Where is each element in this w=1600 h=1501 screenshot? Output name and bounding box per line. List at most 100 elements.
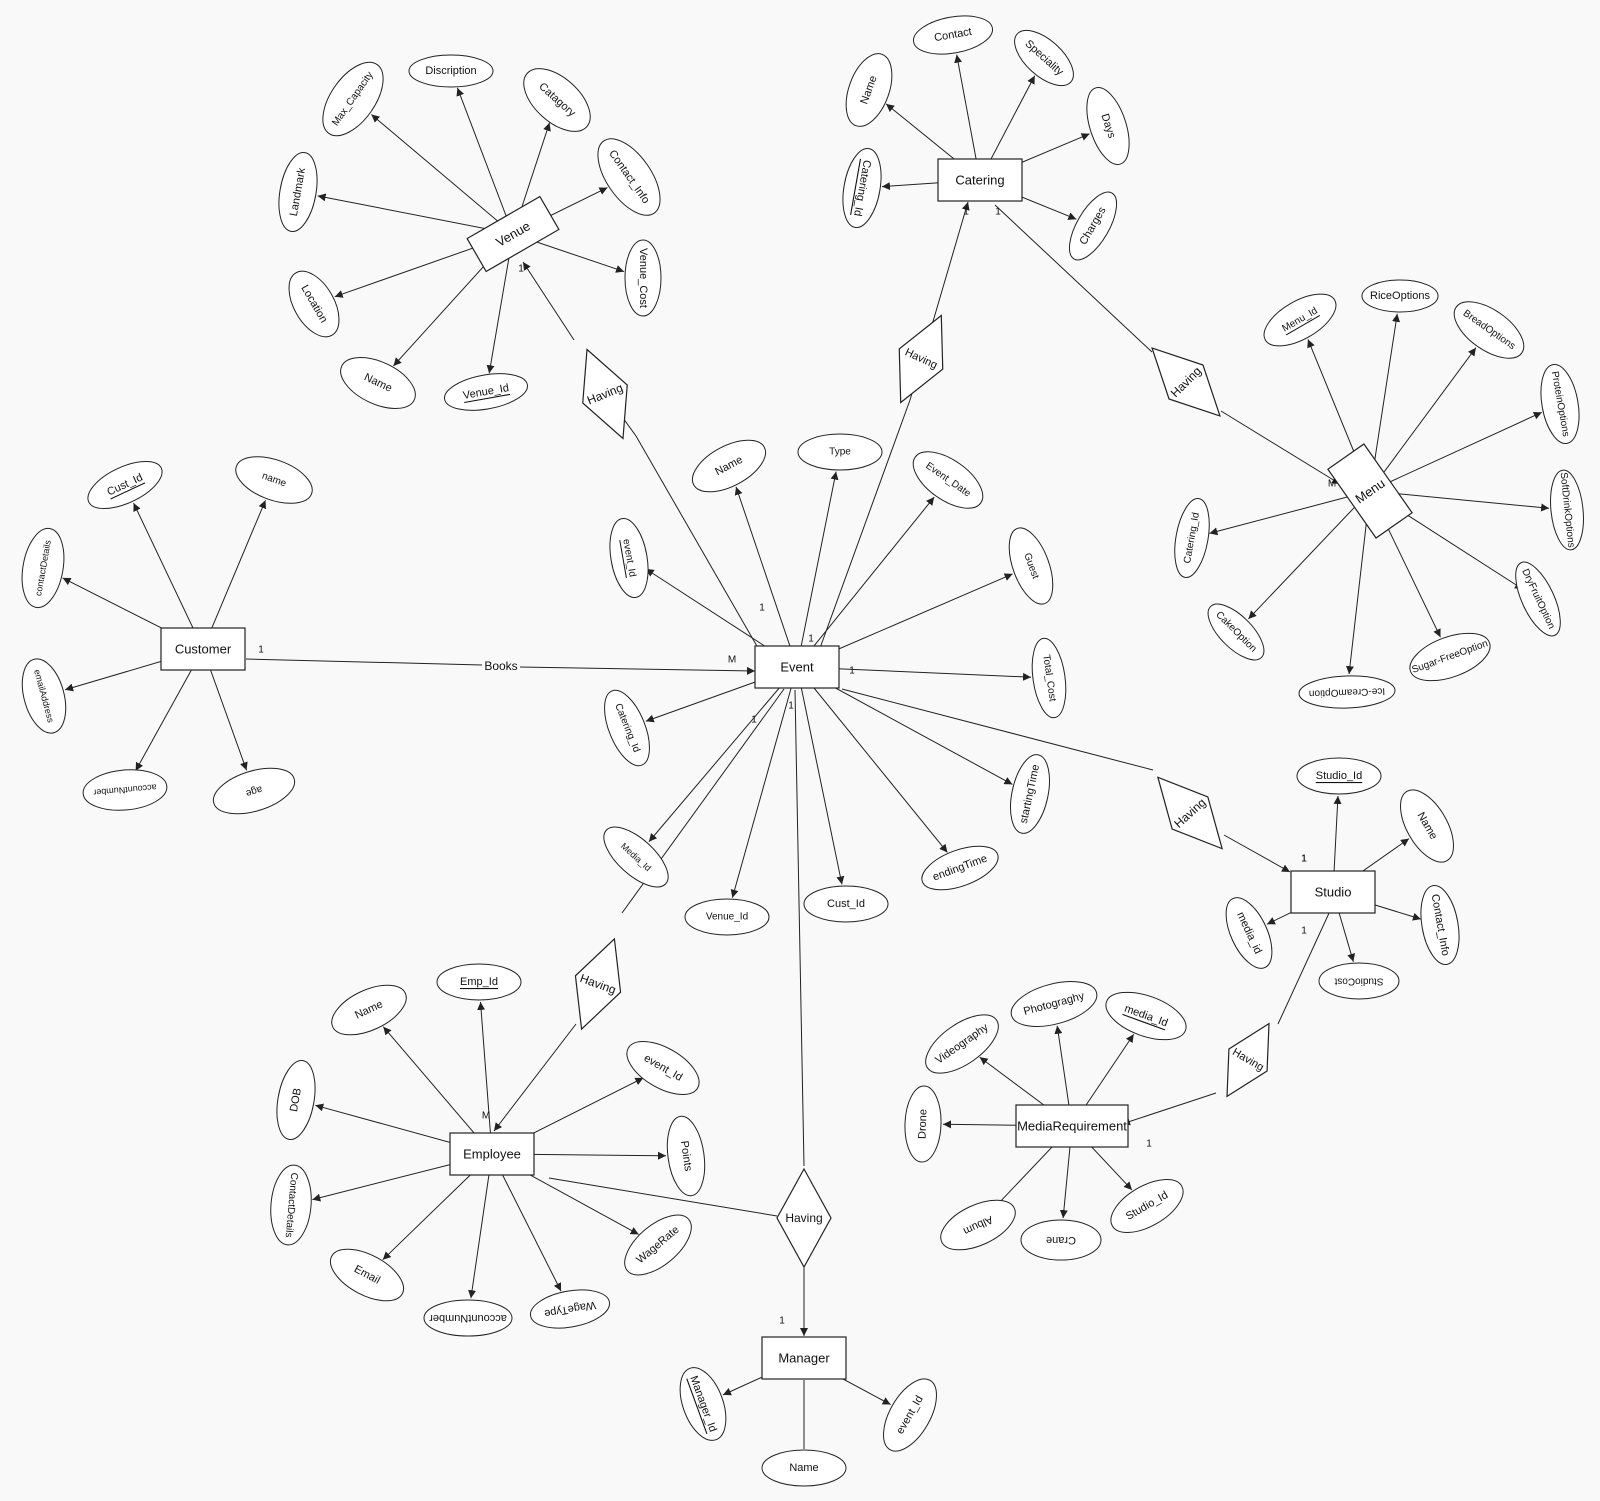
- attribute-menu-breadoptions[interactable]: BreadOptions: [1445, 291, 1533, 370]
- attribute-event-catering-id[interactable]: Catering_Id: [595, 684, 658, 772]
- attribute-menu-proteinoptions[interactable]: ProteinOptions: [1535, 361, 1584, 446]
- connector-line: [493, 1023, 577, 1132]
- attribute-studio-media-id[interactable]: media_id: [1217, 891, 1282, 975]
- attribute-venue-contact-info[interactable]: Contact_Info: [586, 128, 673, 225]
- attribute-customer-accountnumber[interactable]: accountNumber: [81, 766, 168, 813]
- attribute-event-venue-id[interactable]: Venue_Id: [684, 898, 770, 936]
- attribute-employee-name[interactable]: Name: [324, 975, 413, 1045]
- relationship-manager[interactable]: Having: [776, 1167, 832, 1269]
- attribute-event-event-date[interactable]: Event_Date: [904, 441, 992, 520]
- entity-venue[interactable]: Venue: [466, 195, 560, 273]
- attribute-menu-softdrinkoptions[interactable]: SoftDrinkOptions: [1547, 469, 1587, 552]
- attribute-employee-accountnumber[interactable]: accountNumber: [423, 1299, 513, 1337]
- entity-mediarequirement[interactable]: MediaRequirement: [1015, 1104, 1129, 1148]
- attribute-link: [1248, 490, 1371, 620]
- attribute-event-name[interactable]: Name: [684, 430, 773, 503]
- attribute-media-crane[interactable]: Crane: [1020, 1219, 1102, 1261]
- attribute-venue-max-capacity[interactable]: Max_Capacity: [311, 52, 395, 146]
- attribute-catering-contact[interactable]: Contact: [910, 10, 995, 59]
- entity-customer[interactable]: Customer: [160, 627, 246, 671]
- attribute-media-videography[interactable]: Videography: [916, 1004, 1008, 1085]
- attribute-catering-name[interactable]: Name: [837, 47, 901, 132]
- attribute-event-media-id[interactable]: Media_Id: [594, 817, 678, 897]
- attribute-event-guest[interactable]: Guest: [1000, 522, 1061, 609]
- cardinality-label: 1: [1301, 926, 1307, 937]
- attribute-menu-dryfruitoption[interactable]: DryFruitOption: [1507, 556, 1570, 642]
- relationship-employee[interactable]: Having: [559, 931, 637, 1038]
- attribute-customer-cust-id[interactable]: Cust_Id: [81, 452, 169, 518]
- attribute-link: [1369, 347, 1477, 492]
- entity-menu[interactable]: Menu: [1327, 443, 1413, 539]
- attribute-manager-event-id[interactable]: event_Id: [873, 1370, 948, 1459]
- attribute-manager-name[interactable]: Name: [761, 1449, 847, 1487]
- entity-studio[interactable]: Studio: [1290, 870, 1376, 914]
- attribute-studio-name[interactable]: Name: [1390, 781, 1465, 870]
- attribute-media-album[interactable]: Album: [933, 1190, 1022, 1260]
- relationship-venue[interactable]: Having: [565, 341, 645, 448]
- attribute-employee-points[interactable]: Points: [663, 1114, 710, 1198]
- entity-box: [466, 195, 560, 273]
- attribute-menu-menu-id[interactable]: Menu_Id: [1256, 284, 1344, 357]
- attribute-menu-sugar-freeoption[interactable]: Sugar-FreeOption: [1404, 624, 1497, 690]
- attribute-ellipse: [1296, 757, 1382, 795]
- cardinality-label: 1: [963, 207, 969, 218]
- attribute-ellipse: [331, 984, 407, 1036]
- attribute-studio-contact-info[interactable]: Contact_Info: [1415, 882, 1464, 967]
- attribute-venue-venue-id[interactable]: Venue_Id: [442, 368, 531, 416]
- relationship-media[interactable]: Having: [1208, 1013, 1288, 1108]
- attribute-employee-emp-id[interactable]: Emp_Id: [436, 963, 522, 1001]
- shape-layer: VenueCateringMenuCustomerEventStudioMedi…: [15, 10, 1587, 1487]
- attribute-event-total-cost[interactable]: Total_Cost: [1028, 636, 1071, 720]
- attribute-catering-days[interactable]: Days: [1079, 82, 1138, 169]
- attribute-customer-contactdetails[interactable]: contactDetails: [16, 525, 69, 611]
- attribute-catering-catering-id[interactable]: Catering_Id: [837, 145, 886, 230]
- entity-catering[interactable]: Catering: [937, 158, 1023, 202]
- attribute-event-event-id[interactable]: event_Id: [604, 515, 653, 600]
- attribute-catering-speciality[interactable]: Speciality: [1005, 21, 1083, 96]
- attribute-ellipse: [1263, 293, 1337, 347]
- attribute-customer-age[interactable]: age: [208, 760, 300, 823]
- attribute-employee-wagetype[interactable]: WageType: [527, 1284, 612, 1333]
- attribute-label: Cust_Id: [827, 898, 865, 910]
- attribute-event-endingtime[interactable]: endingTime: [916, 837, 1003, 898]
- attribute-media-drone[interactable]: Drone: [904, 1085, 943, 1163]
- attribute-event-cust-id[interactable]: Cust_Id: [803, 885, 889, 923]
- entity-manager[interactable]: Manager: [761, 1336, 847, 1380]
- attribute-venue-catagory[interactable]: Catagory: [513, 57, 602, 143]
- attribute-venue-location[interactable]: Location: [279, 263, 350, 345]
- entity-box: [761, 1336, 847, 1380]
- attribute-media-media-id[interactable]: media_Id: [1100, 983, 1193, 1049]
- attribute-studio-studio-id[interactable]: Studio_Id: [1296, 757, 1382, 795]
- attribute-ellipse: [1420, 884, 1460, 966]
- attribute-catering-charges[interactable]: Charges: [1060, 185, 1126, 267]
- connector-layer: [62, 54, 1550, 1449]
- attribute-menu-riceoptions[interactable]: RiceOptions: [1361, 279, 1439, 313]
- attribute-customer-emailaddress[interactable]: emailAddress: [15, 654, 73, 738]
- attribute-venue-discription[interactable]: Discription: [408, 54, 494, 88]
- attribute-studio-studiocost[interactable]: StudioCost: [1318, 962, 1400, 1000]
- relationship-studio[interactable]: Having: [1140, 761, 1240, 864]
- attribute-menu-ice-creamoption[interactable]: Ice-CreamOption: [1298, 674, 1396, 709]
- entity-employee[interactable]: Employee: [449, 1132, 535, 1176]
- attribute-event-startingtime[interactable]: startingTime: [1004, 751, 1056, 837]
- attribute-employee-wagerate[interactable]: WageRate: [615, 1204, 702, 1286]
- attribute-manager-manager-id[interactable]: Manager_Id: [671, 1361, 735, 1446]
- relationship-catering[interactable]: Having: [879, 305, 963, 412]
- attribute-event-type[interactable]: Type: [797, 433, 883, 471]
- attribute-employee-event-id[interactable]: event_Id: [618, 1031, 707, 1106]
- attribute-employee-contactdetails[interactable]: ContactDetails: [268, 1163, 315, 1246]
- attribute-media-photograghy[interactable]: Photograghy: [1006, 973, 1101, 1034]
- attribute-media-studio-id[interactable]: Studio_Id: [1102, 1169, 1191, 1244]
- attribute-customer-name[interactable]: name: [230, 448, 319, 513]
- entity-event[interactable]: Event: [754, 645, 840, 689]
- attribute-employee-email[interactable]: Email: [322, 1239, 411, 1312]
- attribute-ellipse: [797, 433, 883, 471]
- attribute-venue-name[interactable]: Name: [333, 347, 423, 419]
- attribute-menu-cakeoption[interactable]: CakeOption: [1199, 595, 1273, 669]
- attribute-venue-venue-cost[interactable]: Venue_Cost: [624, 239, 662, 317]
- attribute-ellipse: [1540, 363, 1580, 445]
- attribute-menu-catering-id[interactable]: Catering_Id: [1169, 496, 1214, 580]
- relationship-menu[interactable]: Having: [1135, 331, 1237, 433]
- attribute-employee-dob[interactable]: DOB: [271, 1057, 320, 1142]
- attribute-venue-landmark[interactable]: Landmark: [273, 149, 322, 234]
